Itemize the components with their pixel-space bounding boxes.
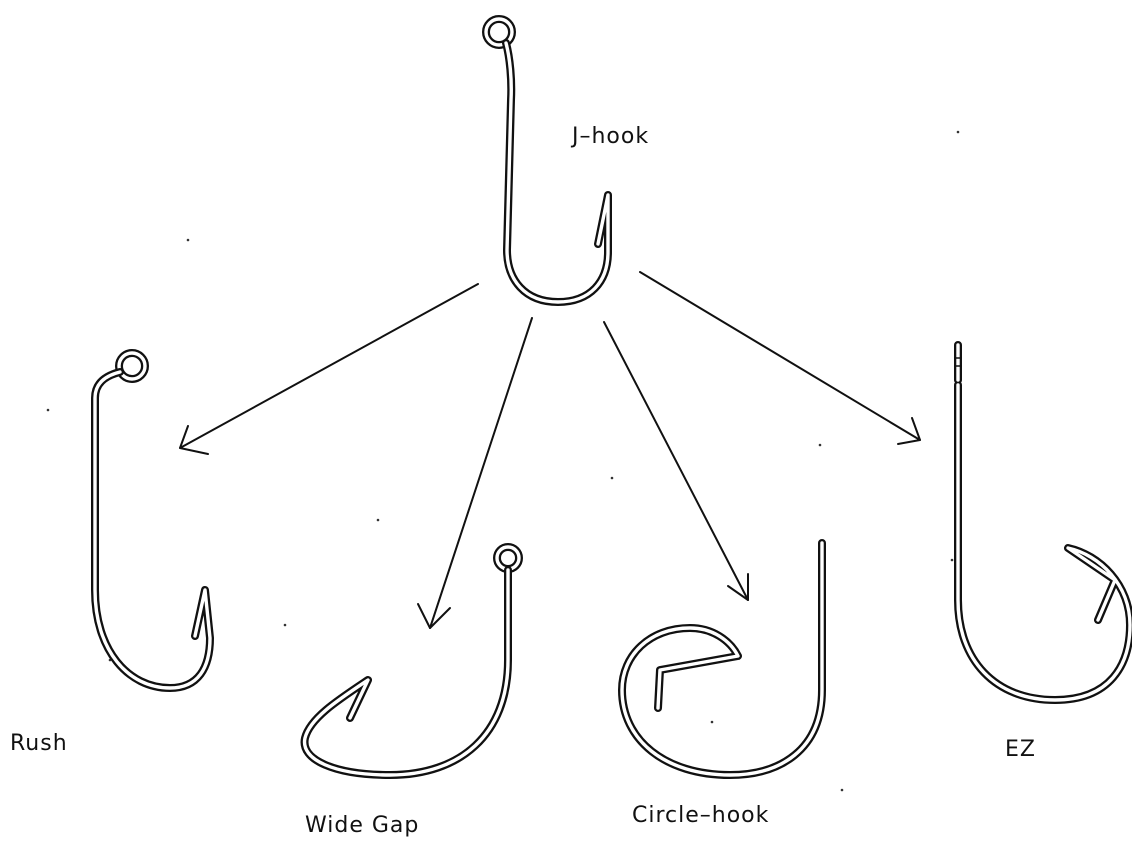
j-hook-shape: [486, 19, 608, 302]
label-wide-gap: Wide Gap: [305, 813, 419, 838]
ez-hook-shape: [954, 345, 1130, 700]
arrow-to-wide-gap: [418, 318, 532, 628]
arrow-to-ez: [640, 272, 920, 444]
label-rush: Rush: [10, 731, 68, 756]
arrow-to-circle-hook: [604, 322, 748, 600]
wide-gap-hook-shape: [305, 547, 519, 775]
label-circle-hook: Circle–hook: [632, 803, 769, 828]
circle-hook-shape: [622, 543, 822, 775]
label-j-hook: J–hook: [570, 124, 649, 149]
label-ez: EZ: [1005, 737, 1036, 762]
rush-hook-shape: [95, 353, 210, 688]
arrow-to-rush: [180, 284, 478, 454]
